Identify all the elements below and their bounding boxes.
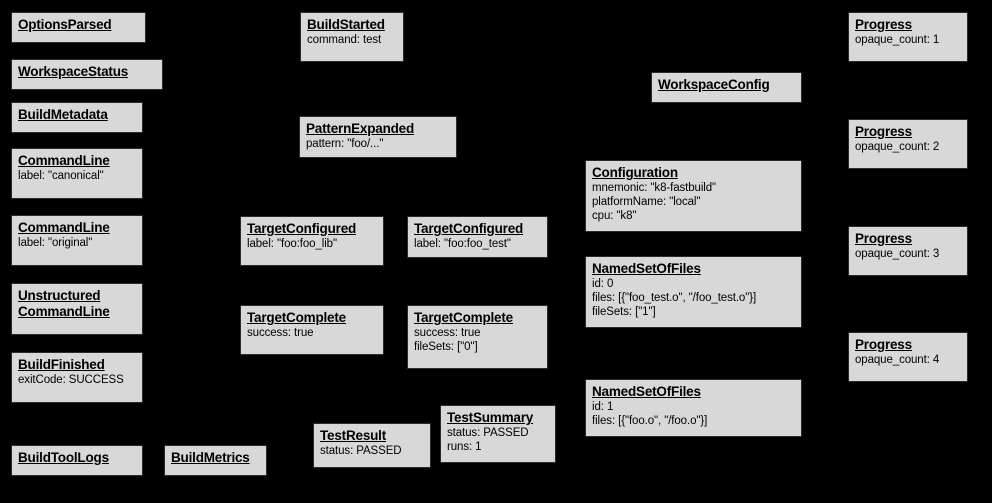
node-title: Progress — [855, 337, 912, 352]
node-fields: success: true — [247, 327, 314, 339]
node-title: WorkspaceConfig — [658, 77, 770, 92]
node-title: Progress — [855, 231, 912, 246]
node-progress-3[interactable]: Progress opaque_count: 3 — [848, 226, 968, 276]
node-title: TestResult — [320, 428, 387, 443]
node-title: BuildMetadata — [18, 107, 108, 122]
node-title: TargetConfigured — [247, 221, 357, 236]
node-title: TargetComplete — [414, 310, 513, 325]
node-fields: opaque_count: 4 — [855, 354, 940, 366]
node-configuration[interactable]: Configuration mnemonic: "k8-fastbuild" pl… — [585, 160, 802, 232]
node-named-set-of-files-1[interactable]: NamedSetOfFiles id: 1 files: [{"foo.o", "… — [585, 379, 802, 437]
node-progress-2[interactable]: Progress opaque_count: 2 — [848, 119, 968, 169]
node-command-line-original[interactable]: CommandLine label: "original" — [11, 215, 143, 266]
node-fields: opaque_count: 1 — [855, 34, 940, 46]
node-fields: label: "original" — [18, 237, 93, 249]
node-build-started[interactable]: BuildStarted command: test — [300, 12, 404, 62]
node-title: CommandLine — [18, 153, 110, 168]
node-fields: mnemonic: "k8-fastbuild" platformName: "… — [592, 182, 717, 222]
node-title: NamedSetOfFiles — [592, 384, 701, 399]
node-fields: id: 1 files: [{"foo.o", "/foo.o"}] — [592, 401, 708, 427]
node-target-configured-foo-lib[interactable]: TargetConfigured label: "foo:foo_lib" — [240, 216, 384, 266]
node-pattern-expanded[interactable]: PatternExpanded pattern: "foo/..." — [299, 116, 457, 158]
node-options-parsed[interactable]: OptionsParsed — [11, 12, 146, 43]
node-fields: status: PASSED — [320, 445, 402, 457]
node-title: Progress — [855, 17, 912, 32]
node-title: CommandLine — [18, 220, 110, 235]
node-build-metrics[interactable]: BuildMetrics — [164, 445, 267, 476]
node-fields: command: test — [307, 34, 382, 46]
node-fields: exitCode: SUCCESS — [18, 374, 124, 386]
node-test-result[interactable]: TestResult status: PASSED — [313, 423, 431, 468]
node-title: PatternExpanded — [306, 121, 415, 136]
node-title: BuildToolLogs — [18, 450, 109, 465]
node-title: BuildFinished — [18, 357, 105, 372]
node-fields: label: "canonical" — [18, 170, 104, 182]
node-test-summary[interactable]: TestSummary status: PASSED runs: 1 — [440, 405, 556, 463]
node-build-finished[interactable]: BuildFinished exitCode: SUCCESS — [11, 352, 143, 403]
node-progress-1[interactable]: Progress opaque_count: 1 — [848, 12, 968, 62]
node-title: BuildMetrics — [171, 450, 250, 465]
node-fields: label: "foo:foo_test" — [414, 238, 511, 250]
node-progress-4[interactable]: Progress opaque_count: 4 — [848, 332, 968, 382]
node-title: WorkspaceStatus — [18, 64, 129, 79]
node-build-metadata[interactable]: BuildMetadata — [11, 102, 143, 133]
node-title: TargetConfigured — [414, 221, 524, 236]
node-title: Unstructured CommandLine — [18, 288, 110, 319]
node-target-complete-lib[interactable]: TargetComplete success: true — [240, 305, 384, 355]
node-target-complete-test[interactable]: TargetComplete success: true fileSets: ["… — [407, 305, 548, 369]
node-fields: opaque_count: 3 — [855, 248, 940, 260]
node-title: BuildStarted — [307, 17, 385, 32]
node-fields: success: true fileSets: ["0"] — [414, 327, 481, 353]
node-fields: status: PASSED runs: 1 — [447, 427, 529, 453]
node-title: TestSummary — [447, 410, 534, 425]
node-command-line-canonical[interactable]: CommandLine label: "canonical" — [11, 148, 143, 199]
node-fields: opaque_count: 2 — [855, 141, 940, 153]
node-title: Configuration — [592, 165, 678, 180]
node-build-tool-logs[interactable]: BuildToolLogs — [11, 445, 143, 476]
node-workspace-status[interactable]: WorkspaceStatus — [11, 59, 163, 90]
node-fields: pattern: "foo/..." — [306, 138, 384, 150]
node-title: OptionsParsed — [18, 17, 112, 32]
node-fields: label: "foo:foo_lib" — [247, 238, 337, 250]
node-workspace-config[interactable]: WorkspaceConfig — [651, 72, 802, 103]
node-named-set-of-files-0[interactable]: NamedSetOfFiles id: 0 files: [{"foo_test.… — [585, 256, 802, 328]
node-target-configured-foo-test[interactable]: TargetConfigured label: "foo:foo_test" — [407, 216, 548, 258]
node-title: NamedSetOfFiles — [592, 261, 701, 276]
node-title: Progress — [855, 124, 912, 139]
node-unstructured-command-line[interactable]: Unstructured CommandLine — [11, 283, 143, 335]
node-fields: id: 0 files: [{"foo_test.o", "/foo_test.… — [592, 278, 757, 318]
node-title: TargetComplete — [247, 310, 346, 325]
